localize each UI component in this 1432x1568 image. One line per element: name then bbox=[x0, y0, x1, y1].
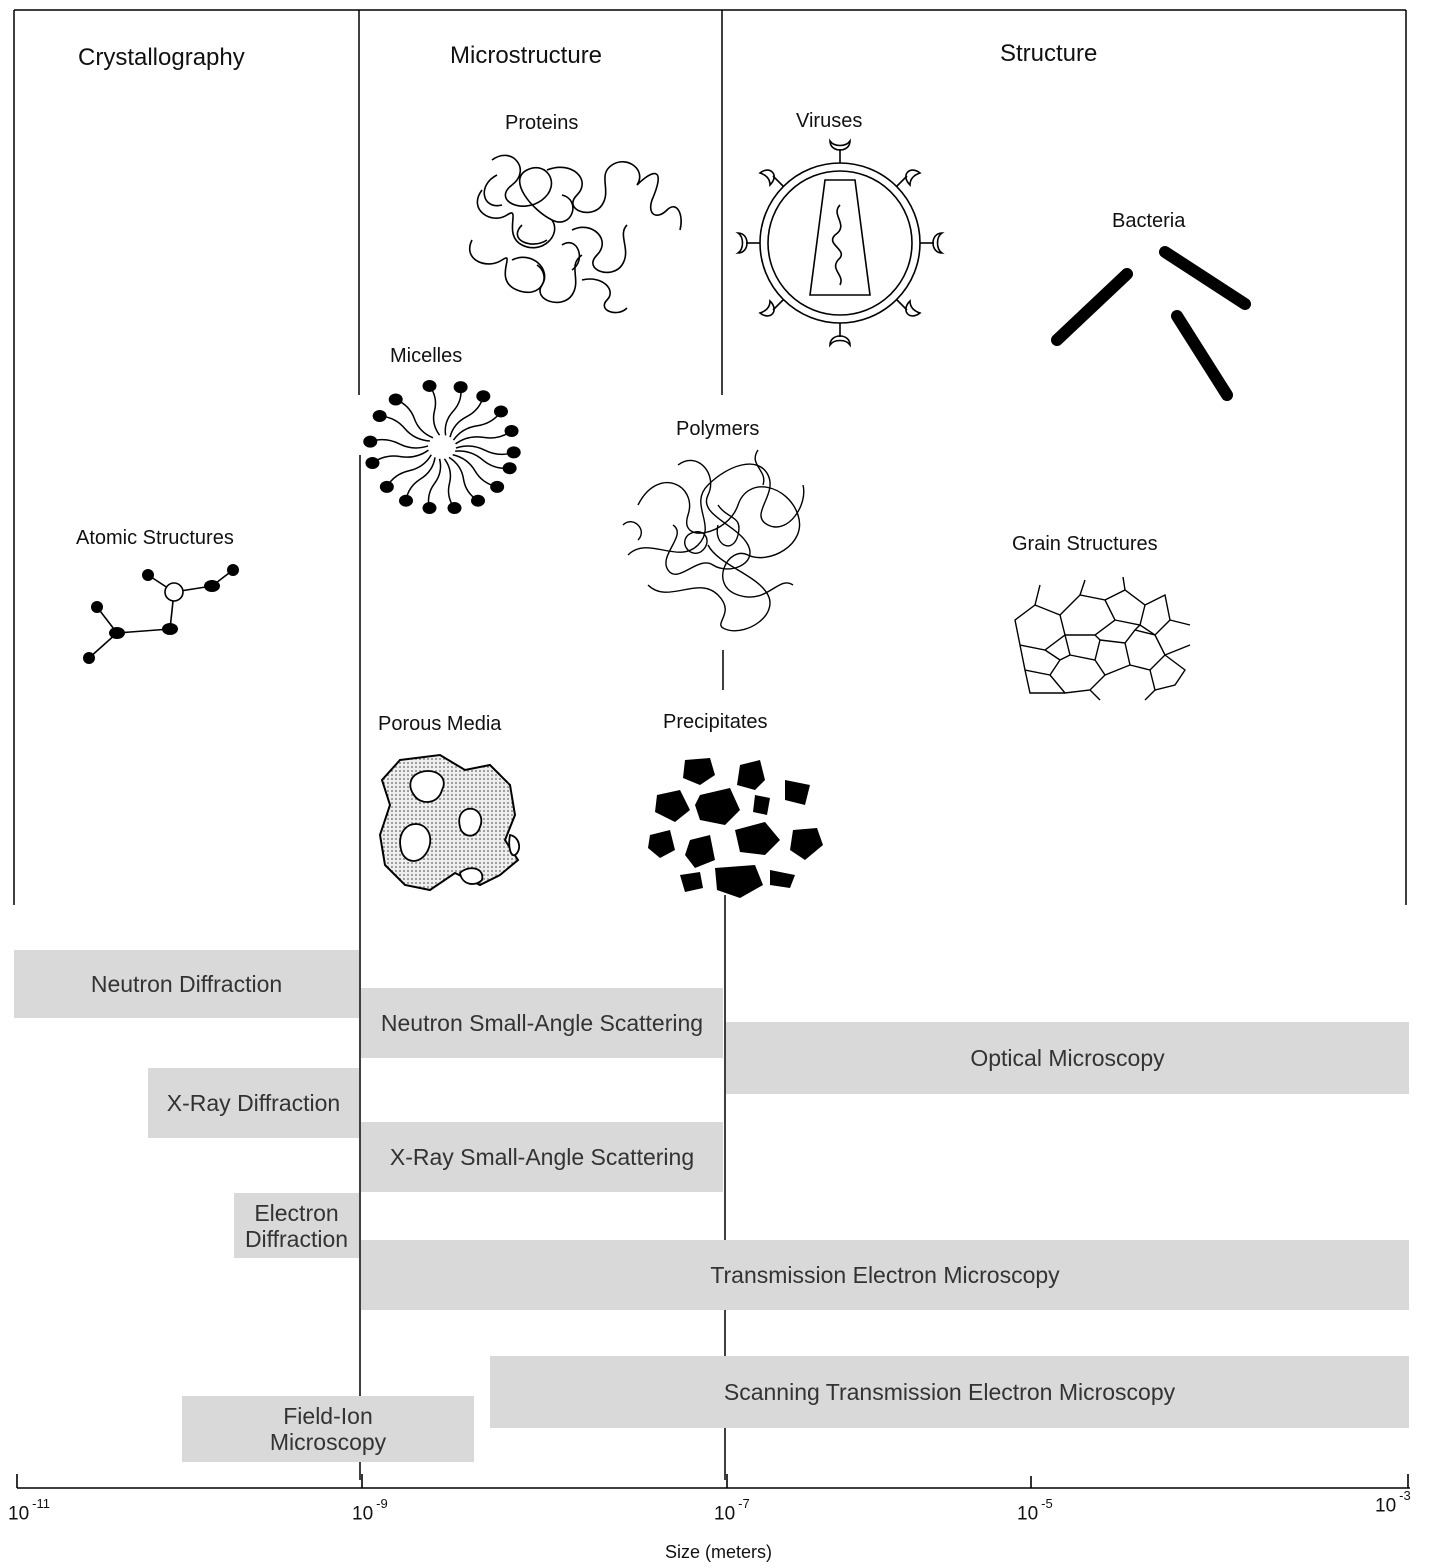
region-title-microstructure: Microstructure bbox=[450, 42, 603, 69]
label-viruses: Viruses bbox=[796, 110, 863, 132]
precipitates-illustration bbox=[648, 758, 823, 898]
band-x-ray-small-angle-scattering: X-Ray Small-Angle Scattering bbox=[361, 1122, 723, 1192]
band-label: X-Ray Small-Angle Scattering bbox=[389, 1144, 695, 1170]
tick-label-1e-3: 10-3 bbox=[1375, 1488, 1411, 1517]
axis-label: Size (meters) bbox=[665, 1542, 773, 1562]
region-title-structure: Structure bbox=[1000, 40, 1098, 67]
label-micelles: Micelles bbox=[390, 345, 463, 367]
protein-illustration bbox=[469, 154, 682, 314]
band-transmission-electron-microscopy: Transmission Electron Microscopy bbox=[361, 1240, 1409, 1310]
band-label: Scanning Transmission Electron Microscop… bbox=[723, 1379, 1176, 1405]
band-label: Field-Ion Microscopy bbox=[269, 1403, 387, 1455]
band-label: Transmission Electron Microscopy bbox=[710, 1262, 1060, 1288]
label-proteins: Proteins bbox=[505, 112, 579, 134]
tick-label-1e-5: 10-5 bbox=[1017, 1496, 1053, 1525]
region-title-crystallography: Crystallography bbox=[78, 44, 245, 71]
label-grain-structures: Grain Structures bbox=[1012, 533, 1158, 555]
band-field-ion-microscopy: Field-Ion Microscopy bbox=[182, 1396, 474, 1462]
atomic-structure-illustration bbox=[83, 564, 239, 664]
band-label: Neutron Small-Angle Scattering bbox=[380, 1010, 704, 1036]
grain-structure-illustration bbox=[1014, 576, 1191, 701]
label-atomic-structures: Atomic Structures bbox=[76, 527, 234, 549]
tick-label-1e-7: 10-7 bbox=[714, 1496, 750, 1525]
band-neutron-diffraction: Neutron Diffraction bbox=[14, 950, 359, 1018]
bacteria-illustration bbox=[1051, 246, 1251, 401]
band-electron-diffraction: Electron Diffraction bbox=[234, 1193, 359, 1258]
band-label: X-Ray Diffraction bbox=[166, 1090, 341, 1116]
micelle-illustration bbox=[363, 379, 521, 515]
label-precipitates: Precipitates bbox=[663, 711, 768, 733]
tick-label-1e-9: 10-9 bbox=[352, 1496, 388, 1525]
label-porous-media: Porous Media bbox=[378, 713, 502, 735]
band-label: Electron Diffraction bbox=[244, 1199, 349, 1252]
tick-label-1e-11: 10-11 bbox=[8, 1496, 50, 1525]
porous-media-illustration bbox=[378, 753, 521, 892]
polymer-illustration bbox=[622, 449, 805, 632]
label-polymers: Polymers bbox=[676, 418, 760, 440]
label-bacteria: Bacteria bbox=[1112, 210, 1186, 232]
band-optical-microscopy: Optical Microscopy bbox=[726, 1022, 1409, 1094]
band-neutron-small-angle-scattering: Neutron Small-Angle Scattering bbox=[361, 988, 723, 1058]
size-axis bbox=[16, 1474, 1410, 1489]
band-label: Optical Microscopy bbox=[970, 1045, 1165, 1071]
virus-illustration bbox=[735, 138, 945, 348]
band-x-ray-diffraction: X-Ray Diffraction bbox=[148, 1068, 359, 1138]
band-label: Neutron Diffraction bbox=[90, 971, 283, 997]
band-scanning-transmission-electron-microscopy: Scanning Transmission Electron Microscop… bbox=[490, 1356, 1409, 1428]
